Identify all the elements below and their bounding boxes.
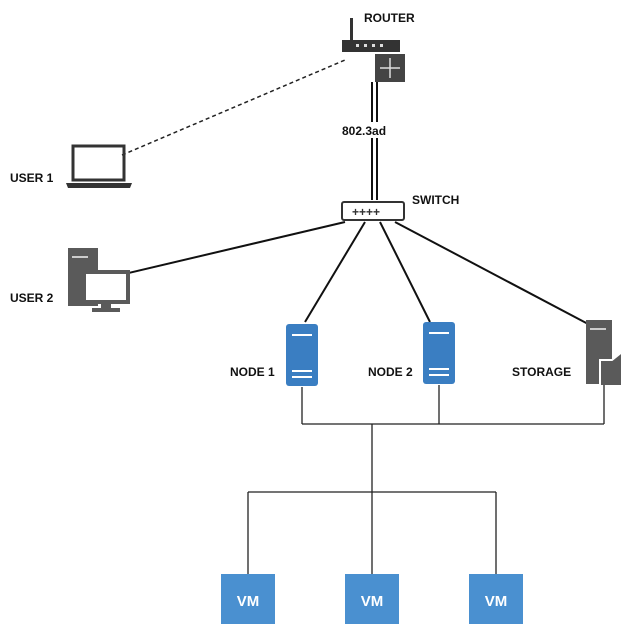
storage-label: STORAGE <box>512 365 571 379</box>
user2-link <box>119 221 346 276</box>
vm-box-2: VM <box>345 574 399 624</box>
node1-server-icon <box>286 324 318 386</box>
user1-label: USER 1 <box>10 171 54 185</box>
user2-label: USER 2 <box>10 291 54 305</box>
link-label: 802.3ad <box>342 124 386 138</box>
switch-label: SWITCH <box>412 193 459 207</box>
desktop-icon <box>68 248 130 312</box>
vm-box-1: VM <box>221 574 275 624</box>
node1-link <box>304 221 366 323</box>
cluster-bus <box>247 385 605 574</box>
laptop-icon <box>66 144 132 188</box>
svg-text:++++: ++++ <box>352 205 380 219</box>
node2-label: NODE 2 <box>368 365 413 379</box>
vm-label: VM <box>361 593 384 610</box>
router-icon <box>342 18 405 82</box>
vm-box-3: VM <box>469 574 523 624</box>
switch-icon: ++++ <box>341 201 405 221</box>
router-switch-link <box>371 82 378 200</box>
node2-link <box>379 221 431 323</box>
router-label: ROUTER <box>364 11 415 25</box>
node2-server-icon <box>423 322 455 384</box>
user1-wireless-link <box>121 59 346 156</box>
vm-label: VM <box>237 593 260 610</box>
storage-link <box>394 221 591 326</box>
storage-icon <box>586 320 623 387</box>
node1-label: NODE 1 <box>230 365 275 379</box>
vm-label: VM <box>485 593 508 610</box>
